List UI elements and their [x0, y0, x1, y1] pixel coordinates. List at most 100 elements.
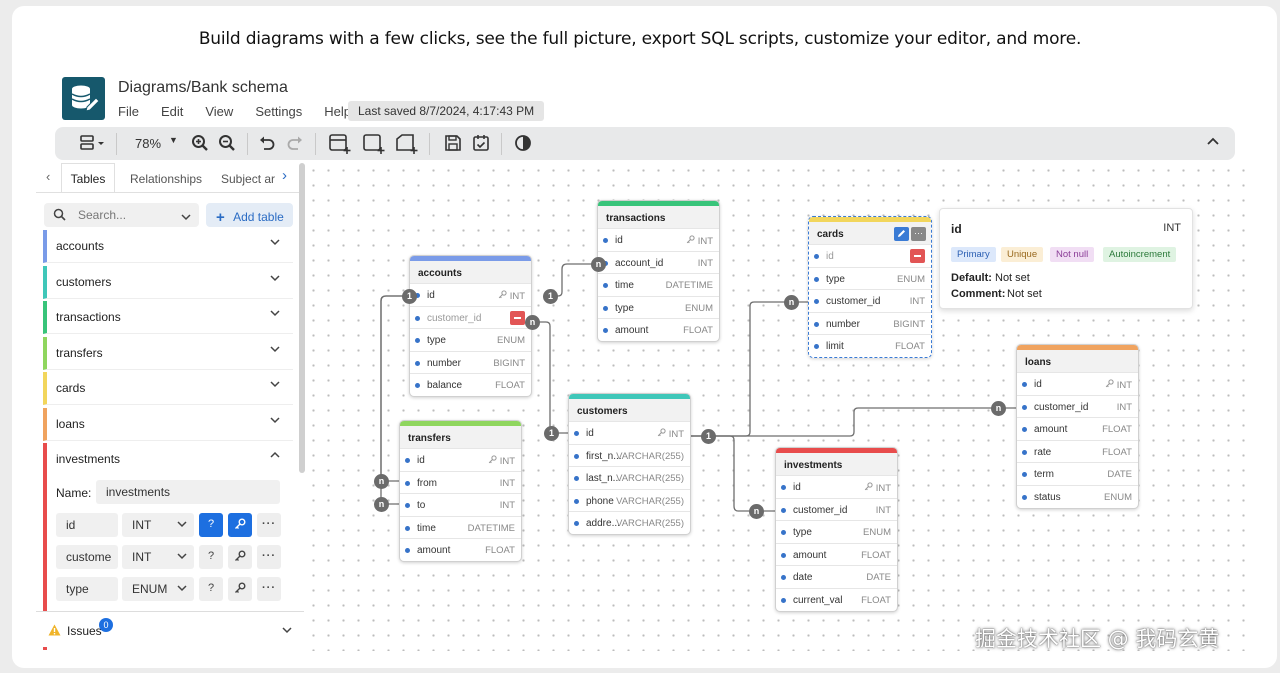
zoom-in-icon[interactable]: [191, 133, 209, 156]
sidebar-table-transfers[interactable]: transfers: [43, 336, 293, 370]
issues-panel[interactable]: Issues 0: [36, 611, 304, 647]
collapse-toolbar-icon[interactable]: [1206, 134, 1220, 153]
calendar-check-icon[interactable]: [472, 133, 490, 156]
chevron-down-icon[interactable]: [269, 273, 281, 286]
redo-icon[interactable]: [286, 133, 304, 156]
delete-field-button[interactable]: [510, 310, 525, 325]
rel-customers-investments[interactable]: [691, 435, 776, 512]
layout-menu-icon[interactable]: [79, 133, 107, 156]
zoom-level[interactable]: 78%: [135, 136, 162, 151]
not-null-toggle[interactable]: ?: [199, 513, 223, 537]
chevron-up-icon[interactable]: [269, 450, 281, 463]
chevron-down-icon[interactable]: [281, 624, 293, 638]
sidebar-table-loans[interactable]: loans: [43, 407, 293, 441]
chevron-down-icon[interactable]: [269, 308, 281, 321]
save-icon[interactable]: [444, 133, 462, 156]
app-logo[interactable]: [62, 77, 105, 120]
table-field-row[interactable]: first_n...VARCHAR(255): [569, 443, 690, 467]
add-table-icon[interactable]: [328, 133, 352, 158]
table-field-row[interactable]: id: [809, 244, 931, 267]
not-null-toggle[interactable]: ?: [199, 577, 223, 601]
theme-toggle-icon[interactable]: [514, 133, 532, 156]
field-name-input[interactable]: type: [56, 577, 118, 601]
tab-scroll-right-icon[interactable]: ›: [282, 167, 287, 184]
primary-key-toggle[interactable]: [228, 577, 252, 601]
field-name-input[interactable]: custome: [56, 545, 118, 569]
edit-table-button[interactable]: [894, 227, 909, 241]
undo-icon[interactable]: [258, 133, 276, 156]
field-type-select[interactable]: INT: [122, 513, 194, 537]
sidebar-table-transactions[interactable]: transactions: [43, 301, 293, 334]
chevron-down-icon[interactable]: [269, 379, 281, 392]
add-note-icon[interactable]: [395, 133, 419, 158]
delete-field-button[interactable]: [910, 249, 925, 263]
table-field-row[interactable]: customer_id: [410, 305, 531, 329]
search-input[interactable]: Search...: [44, 203, 199, 227]
menu-help[interactable]: Help: [324, 104, 352, 119]
table-name-input[interactable]: investments: [96, 480, 280, 504]
tab-tables[interactable]: Tables: [61, 163, 115, 193]
field-type-select[interactable]: ENUM: [122, 577, 194, 601]
sidebar-table-accounts[interactable]: accounts: [43, 230, 293, 263]
chevron-down-icon[interactable]: [269, 415, 281, 428]
menu-file[interactable]: File: [118, 104, 139, 119]
sidebar-scrollbar[interactable]: [299, 163, 305, 473]
add-area-icon[interactable]: [362, 133, 386, 158]
table-field-row[interactable]: addre...VARCHAR(255): [569, 511, 690, 534]
menu-view[interactable]: View: [205, 104, 234, 119]
field-name-input[interactable]: id: [56, 513, 118, 537]
search-dropdown-icon[interactable]: [180, 209, 192, 227]
tab-relationships[interactable]: Relationships: [130, 172, 203, 186]
table-field-row[interactable]: last_n...VARCHAR(255): [569, 466, 690, 489]
table-more-button[interactable]: ···: [911, 227, 926, 241]
rel-customers-loans[interactable]: [691, 407, 1016, 437]
sidebar-table-customers[interactable]: customers: [43, 265, 293, 299]
rel-accounts-transactions[interactable]: [550, 263, 598, 297]
sidebar-table-investments[interactable]: investments: [43, 443, 293, 650]
field-more-button[interactable]: ···: [257, 577, 281, 601]
menu-settings[interactable]: Settings: [255, 104, 303, 119]
chevron-down-icon[interactable]: [269, 344, 281, 357]
primary-key-toggle[interactable]: [228, 545, 252, 569]
document-title[interactable]: Diagrams/Bank schema: [118, 79, 288, 96]
sidebar-table-cards[interactable]: cards: [43, 372, 293, 405]
chevron-down-icon[interactable]: [269, 237, 281, 250]
field-more-button[interactable]: ···: [257, 513, 281, 537]
